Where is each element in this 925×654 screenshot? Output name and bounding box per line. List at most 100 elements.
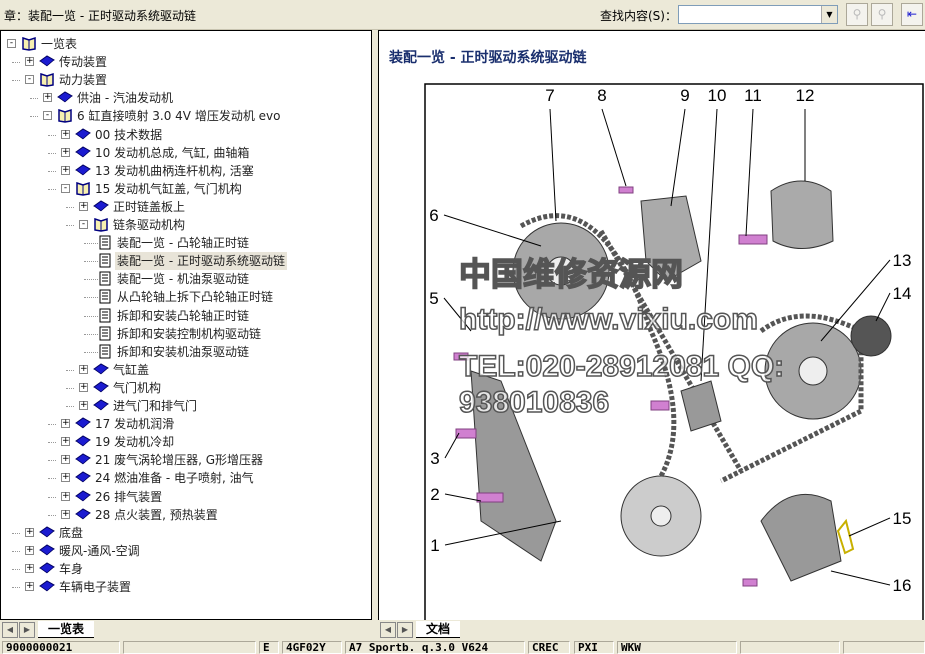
callout-label: 8 xyxy=(597,86,606,105)
expand-icon[interactable]: + xyxy=(25,581,34,591)
expand-icon[interactable]: + xyxy=(79,400,88,410)
tree-item[interactable]: +车身 xyxy=(1,560,371,578)
expand-icon[interactable]: + xyxy=(61,490,70,501)
callout-label: 15 xyxy=(893,509,912,528)
tree-item[interactable]: 拆卸和安装凸轮轴正时链 xyxy=(1,307,371,325)
tree-item[interactable]: +气缸盖 xyxy=(1,361,371,379)
tab-document[interactable]: 文档 xyxy=(416,621,461,638)
tree-item[interactable]: -一览表 xyxy=(1,35,371,53)
tree-item[interactable]: -动力装置 xyxy=(1,71,371,89)
callout-leader xyxy=(848,517,891,537)
expand-icon[interactable]: + xyxy=(79,381,88,392)
tree-item-label: 暖风-通风-空调 xyxy=(59,543,140,558)
tree-item[interactable]: -15 发动机气缸盖, 气门机构 xyxy=(1,180,371,198)
expand-icon[interactable]: + xyxy=(61,436,70,447)
expand-icon[interactable]: + xyxy=(25,544,34,555)
tree-item[interactable]: -6 缸直接喷射 3.0 4V 增压发动机 evo xyxy=(1,107,371,125)
tree-connector xyxy=(30,98,38,100)
tree-item[interactable]: +传动装置 xyxy=(1,53,371,71)
tree-connector xyxy=(84,243,98,245)
tree-connector xyxy=(48,134,56,136)
tree-connector xyxy=(84,315,98,317)
expand-icon[interactable]: + xyxy=(25,562,34,573)
scroll-left-icon[interactable]: ◀ xyxy=(2,622,18,638)
timing-chain xyxy=(519,213,864,484)
collapse-icon[interactable]: - xyxy=(61,183,70,193)
toolbar: 章：装配一览 - 正时驱动系统驱动链 查找内容(S)： ▼ ⚲ ⚲ ⇤ xyxy=(0,0,925,30)
status-cell: PXI xyxy=(574,641,614,654)
collapse-icon[interactable]: - xyxy=(25,75,34,85)
collapse-icon[interactable]: - xyxy=(79,220,88,229)
tree-item[interactable]: 拆卸和安装机油泵驱动链 xyxy=(1,343,371,361)
tree-item[interactable]: +进气门和排气门 xyxy=(1,397,371,415)
status-cell: A7 Sportb. q.3.0 V624 xyxy=(345,641,525,654)
tree-item[interactable]: +气门机构 xyxy=(1,379,371,397)
oil-pump xyxy=(760,493,842,582)
callout-leader xyxy=(444,432,460,459)
tree-item[interactable]: +正时链盖板上 xyxy=(1,198,371,216)
tree-connector xyxy=(48,460,56,462)
tree-item[interactable]: 装配一览 - 凸轮轴正时链 xyxy=(1,234,371,252)
tree-connector xyxy=(12,532,20,534)
tree-item[interactable]: 装配一览 - 正时驱动系统驱动链 xyxy=(1,252,371,271)
status-cell: CREC xyxy=(528,641,570,654)
adjuster xyxy=(770,180,834,249)
tree-item[interactable]: +26 排气装置 xyxy=(1,488,371,506)
expand-icon[interactable]: + xyxy=(61,146,70,157)
expand-icon[interactable]: + xyxy=(79,363,88,374)
expand-icon[interactable]: + xyxy=(25,526,34,537)
tree-item[interactable]: +24 燃油准备 - 电子喷射, 油气 xyxy=(1,469,371,487)
expand-icon[interactable]: + xyxy=(43,92,52,103)
tree-item[interactable]: +21 废气涡轮增压器, G形增压器 xyxy=(1,451,371,469)
tree-item[interactable]: 从凸轮轴上拆下凸轮轴正时链 xyxy=(1,288,371,306)
closed-book-icon xyxy=(57,90,73,105)
find-previous-icon[interactable]: ⚲ xyxy=(871,3,893,26)
disc xyxy=(850,315,892,357)
tree-item-label: 13 发动机曲柄连杆机构, 活塞 xyxy=(95,163,254,178)
tree-item[interactable]: +19 发动机冷却 xyxy=(1,433,371,451)
tree-item[interactable]: +28 点火装置, 预热装置 xyxy=(1,506,371,524)
chevron-down-icon[interactable]: ▼ xyxy=(821,6,837,23)
expand-icon[interactable]: + xyxy=(25,56,34,67)
find-next-icon[interactable]: ⚲ xyxy=(846,3,868,26)
expand-icon[interactable]: + xyxy=(61,454,70,465)
callout-leader xyxy=(745,108,754,237)
expand-icon[interactable]: + xyxy=(61,418,70,429)
tab-overview[interactable]: 一览表 xyxy=(38,621,95,638)
expand-icon[interactable]: + xyxy=(61,472,70,483)
scroll-right-icon[interactable]: ▶ xyxy=(19,622,35,638)
sync-toc-icon[interactable]: ⇤ xyxy=(901,3,923,26)
collapse-icon[interactable]: - xyxy=(7,39,16,48)
tree-item[interactable]: 装配一览 - 机油泵驱动链 xyxy=(1,270,371,288)
tree-connector xyxy=(48,424,56,426)
collapse-icon[interactable]: - xyxy=(43,111,52,121)
tree-item[interactable]: + 暖风-通风-空调 xyxy=(1,542,371,560)
tree-item[interactable]: +10 发动机总成, 气缸, 曲轴箱 xyxy=(1,144,371,162)
tree-connector xyxy=(48,478,56,480)
callout-label: 14 xyxy=(893,284,912,303)
search-input[interactable]: ▼ xyxy=(678,5,838,24)
expand-icon[interactable]: + xyxy=(79,200,88,211)
scroll-left-icon[interactable]: ◀ xyxy=(380,622,396,638)
expand-icon[interactable]: + xyxy=(61,508,70,519)
tree-item[interactable]: 拆卸和安装控制机构驱动链 xyxy=(1,325,371,343)
tree-item[interactable]: +17 发动机润滑 xyxy=(1,415,371,433)
tree-item[interactable]: +13 发动机曲柄连杆机构, 活塞 xyxy=(1,162,371,180)
tree-item[interactable]: +车辆电子装置 xyxy=(1,578,371,596)
tree-item[interactable]: -链条驱动机构 xyxy=(1,216,371,234)
pane-splitter[interactable] xyxy=(372,30,378,640)
tree-item[interactable]: +底盘 xyxy=(1,524,371,542)
tree-item-label: 28 点火装置, 预热装置 xyxy=(95,507,218,522)
scroll-right-icon[interactable]: ▶ xyxy=(397,622,413,638)
expand-icon[interactable]: + xyxy=(61,128,70,139)
toc-tree[interactable]: -一览表+传动装置-动力装置+供油 - 汽油发动机-6 缸直接喷射 3.0 4V… xyxy=(0,30,372,620)
expand-icon[interactable]: + xyxy=(61,164,70,175)
status-cell: WKW xyxy=(617,641,737,654)
tree-item[interactable]: +00 技术数据 xyxy=(1,126,371,144)
tree-connector xyxy=(12,80,20,82)
tree-connector xyxy=(66,406,74,407)
tree-item[interactable]: +供油 - 汽油发动机 xyxy=(1,89,371,107)
document-icon xyxy=(97,344,113,359)
